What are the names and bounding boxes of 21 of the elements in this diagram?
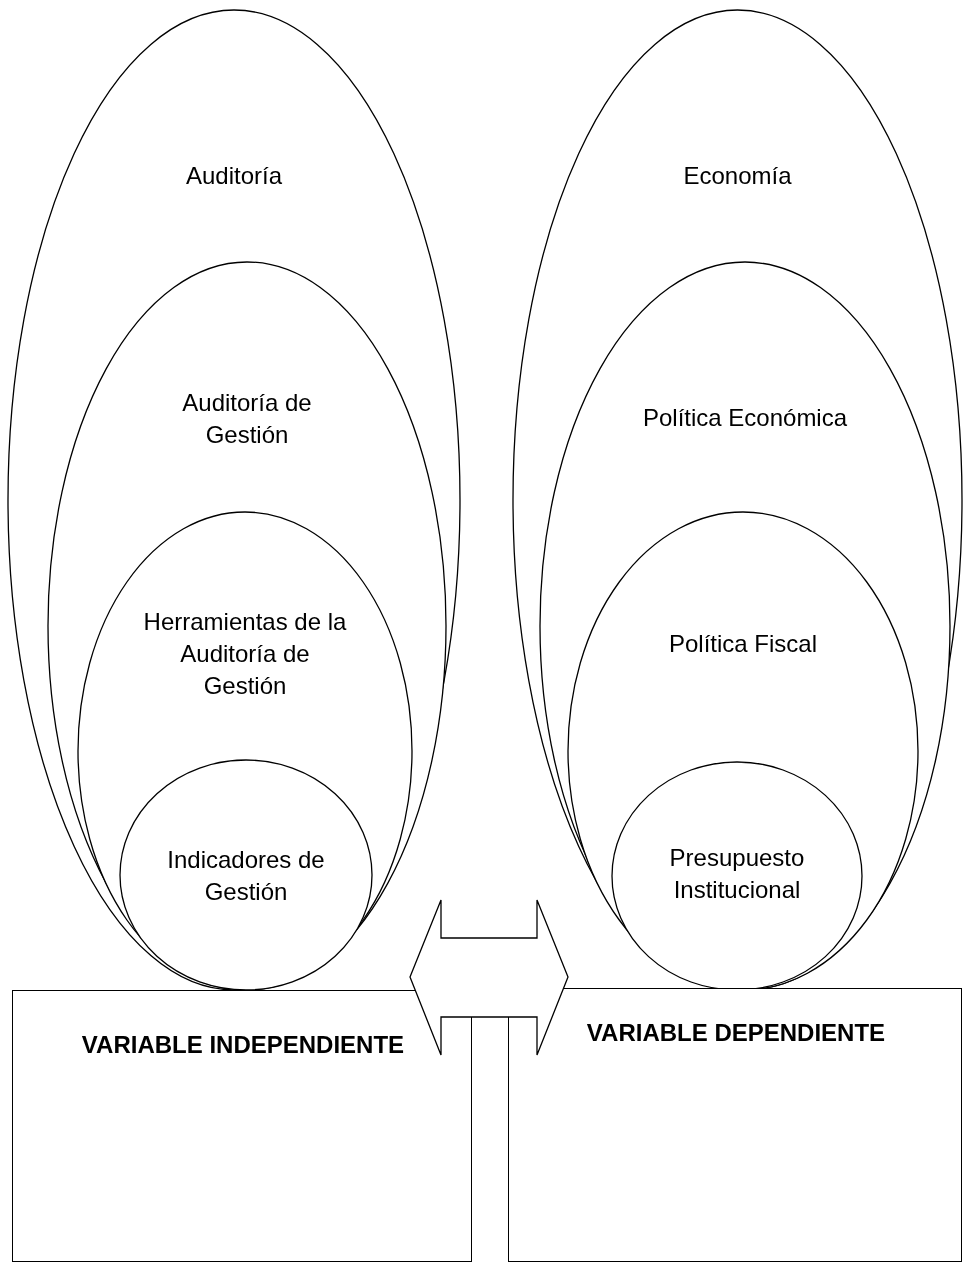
concept-label: Política Fiscal: [667, 629, 818, 659]
variable-label: VARIABLE DEPENDIENTE: [585, 1018, 887, 1048]
variable-box: [12, 990, 472, 1262]
double-block-arrow: [409, 899, 569, 1056]
concept-label: Política Económica: [641, 403, 849, 433]
concept-ellipse: [540, 262, 950, 990]
concept-ellipse: [8, 10, 460, 990]
concept-label: Herramientas de la Auditoría de Gestión: [142, 607, 348, 701]
variable-box: [508, 988, 962, 1262]
concept-label: Economía: [682, 161, 793, 191]
variable-label: VARIABLE INDEPENDIENTE: [80, 1030, 406, 1060]
concept-ellipse: [78, 512, 412, 990]
concept-label: Auditoría de Gestión: [181, 388, 313, 450]
concept-ellipse: [612, 762, 862, 990]
concept-ellipse: [568, 512, 918, 990]
concept-ellipse: [513, 10, 962, 990]
concept-label: Auditoría: [184, 161, 284, 191]
concept-label: Indicadores de Gestión: [166, 845, 326, 907]
concept-ellipse: [48, 262, 446, 990]
concept-ellipse: [120, 760, 372, 990]
concept-label: Presupuesto Institucional: [668, 843, 806, 905]
